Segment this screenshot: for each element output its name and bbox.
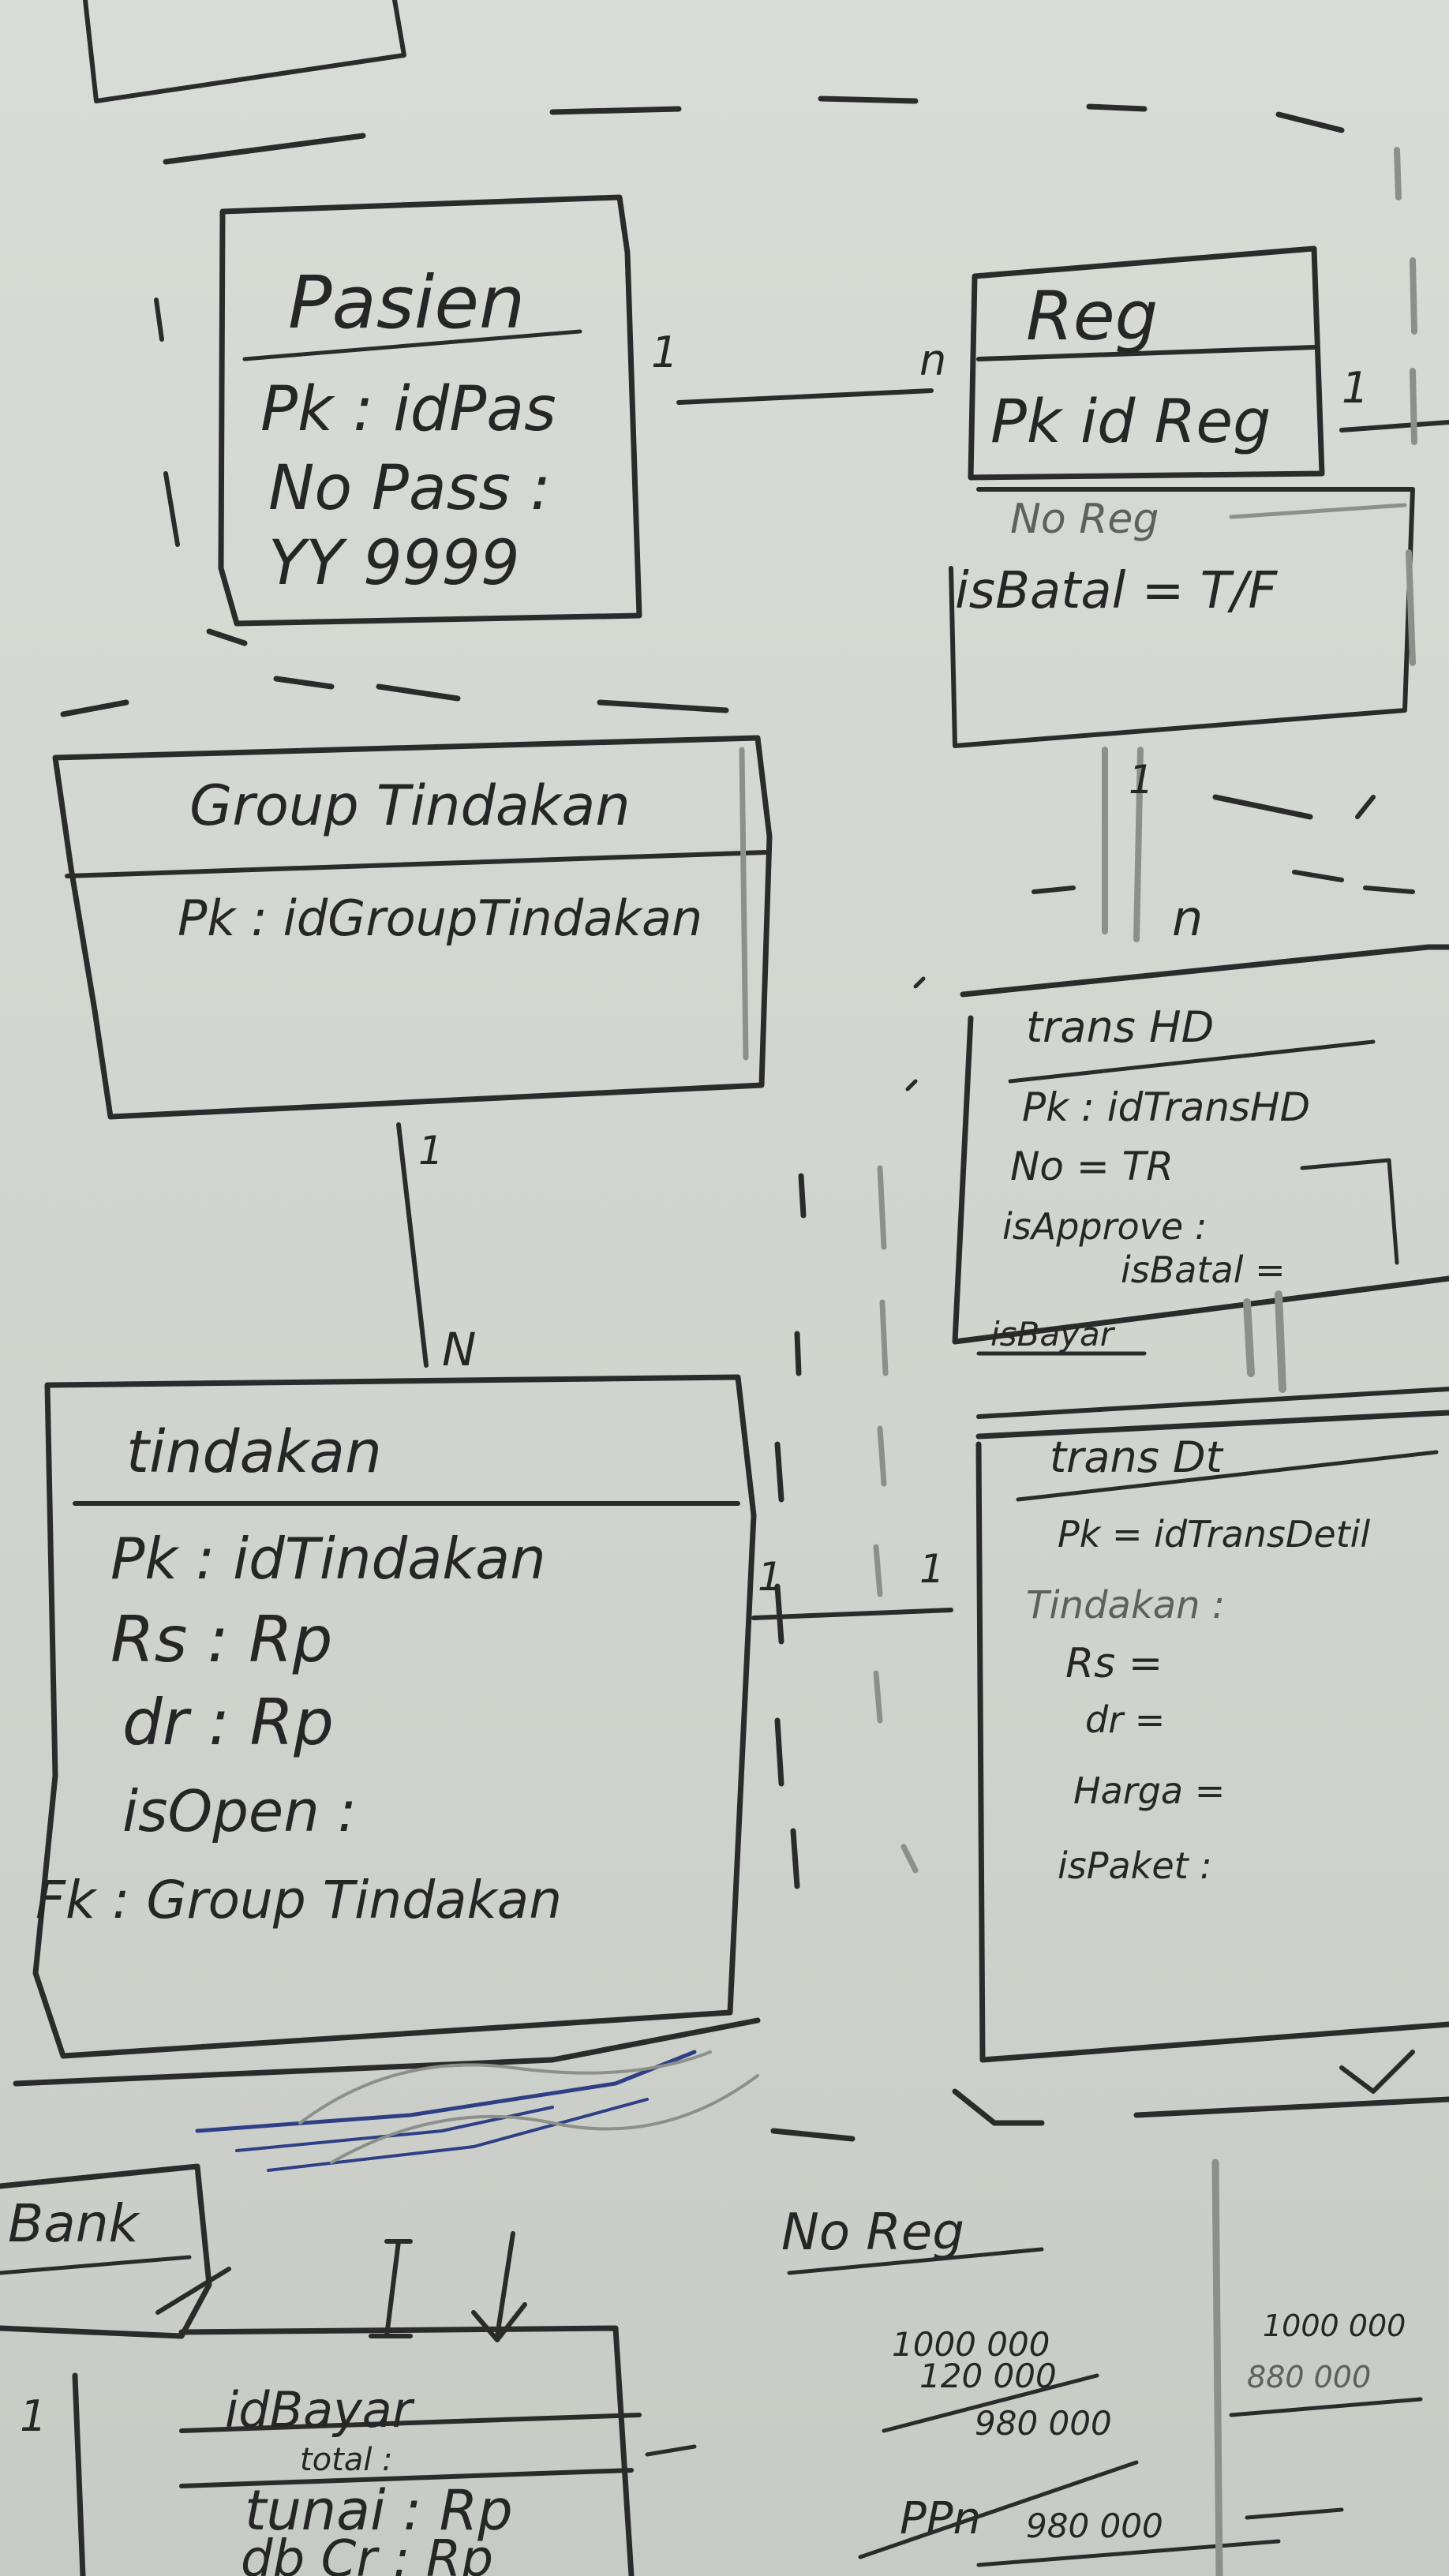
entity-trans-dt-field: isPaket : (1058, 1844, 1212, 1887)
entity-tindakan-field: Pk : idTindakan (110, 1526, 546, 1592)
entity-trans-dt-field: Harga = (1073, 1769, 1225, 1812)
entity-tindakan-field: dr : Rp (122, 1686, 334, 1759)
cardinality-label: 1 (651, 328, 678, 377)
entity-bank: Bank (0, 2163, 527, 2342)
dashed-separator-right (1394, 147, 1417, 666)
dashed-separator-middle (60, 628, 1415, 894)
cardinality-label: n (919, 335, 946, 385)
relation-tindakan-transdt: 1 1 (751, 1546, 953, 1620)
cardinality-label: 1 (418, 1128, 444, 1174)
entity-pasien: Pasien Pk : idPas No Pass : YY 9999 (218, 194, 642, 627)
dashed-separator-top (163, 95, 1345, 165)
entity-bayar: 1 idBayar total : tunai : Rp db Cr : Rp (20, 2325, 642, 2576)
entity-group-tindakan-field: Pk : idGroupTindakan (178, 889, 702, 947)
entity-reg-field: Pk id Reg (990, 386, 1271, 456)
entity-bayar-field: db Cr : Rp (241, 2530, 493, 2576)
note-ppn-value: 980 000 (1026, 2507, 1163, 2545)
entity-trans-hd-field: isBayar (990, 1315, 1116, 1354)
note-no-reg: No Reg (781, 2203, 964, 2262)
entity-reg-field: No Reg (1010, 496, 1159, 543)
entity-trans-dt-title: trans Dt (1050, 1432, 1224, 1482)
entity-trans-hd-field: No = TR (1010, 1144, 1174, 1189)
note-amount: 880 000 (1247, 2360, 1371, 2394)
cardinality-label: N (442, 1323, 476, 1376)
entity-trans-dt-field: Tindakan : (1026, 1583, 1225, 1627)
entity-trans-dt-field: Rs = (1065, 1640, 1163, 1687)
entity-trans-hd-field: Pk : idTransHD (1022, 1084, 1310, 1130)
calculation-notes: No Reg 1000 000 120 000 980 000 PPn 980 … (645, 2159, 1423, 2576)
entity-reg-field: isBatal = T/F (955, 562, 1278, 620)
entity-trans-hd-field: isApprove : (1002, 1205, 1207, 1248)
entity-tindakan-field: Rs : Rp (110, 1603, 332, 1676)
entity-trans-dt: trans Dt Pk = idTransDetil Tindakan : Rs… (975, 1410, 1449, 2063)
entity-bayar-title: idBayar (225, 2381, 415, 2439)
entity-tindakan: tindakan Pk : idTindakan Rs : Rp dr : Rp… (32, 1374, 757, 2059)
cardinality-label: 1 (1129, 757, 1154, 803)
entity-pasien-field: YY 9999 (268, 528, 520, 599)
note-amount: 980 000 (975, 2404, 1112, 2443)
entity-group-tindakan-title: Group Tindakan (189, 773, 631, 838)
cardinality-label: 1 (20, 2391, 47, 2441)
erased-scribble (13, 2017, 1449, 2172)
entity-bayar-field: tunai : Rp (245, 2478, 513, 2543)
entity-bayar-field: total : (300, 2442, 393, 2478)
entity-trans-dt-field: Pk = idTransDetil (1058, 1513, 1370, 1556)
partial-box-top (83, 0, 406, 103)
entity-tindakan-field: Fk : Group Tindakan (36, 1870, 562, 1930)
entity-pasien-field: Pk : idPas (260, 374, 556, 445)
note-amount: 1000 000 (892, 2325, 1050, 2364)
entity-trans-hd: trans HD Pk : idTransHD No = TR isApprov… (952, 944, 1449, 1419)
entity-group-tindakan: Group Tindakan Pk : idGroupTindakan (52, 735, 773, 1120)
relation-reg-transhd: 1 n (1102, 747, 1203, 947)
entity-tindakan-title: tindakan (126, 1418, 382, 1486)
relation-pasien-reg: 1 n (651, 328, 946, 405)
dashed-separator-center (774, 976, 926, 1889)
relation-group-tindakan: 1 N (396, 1122, 476, 1376)
entity-reg: Reg Pk id Reg No Reg isBatal = T/F 1 (949, 245, 1449, 748)
entity-tindakan-field: isOpen : (122, 1778, 357, 1844)
cardinality-label: 1 (1342, 363, 1368, 413)
cardinality-label: 1 (919, 1546, 945, 1592)
entity-pasien-field: No Pass : (268, 453, 551, 524)
entity-trans-hd-title: trans HD (1026, 1002, 1214, 1052)
note-amount: 120 000 (919, 2357, 1057, 2395)
cardinality-label: 1 (758, 1554, 783, 1600)
entity-pasien-title: Pasien (288, 260, 525, 345)
entity-reg-title: Reg (1026, 277, 1158, 356)
entity-trans-dt-field: dr = (1085, 1698, 1165, 1741)
entity-bank-title: Bank (8, 2193, 141, 2254)
note-amount: 1000 000 (1263, 2308, 1406, 2343)
entity-trans-hd-field: isBatal = (1121, 1249, 1286, 1291)
cardinality-label: n (1172, 889, 1203, 947)
